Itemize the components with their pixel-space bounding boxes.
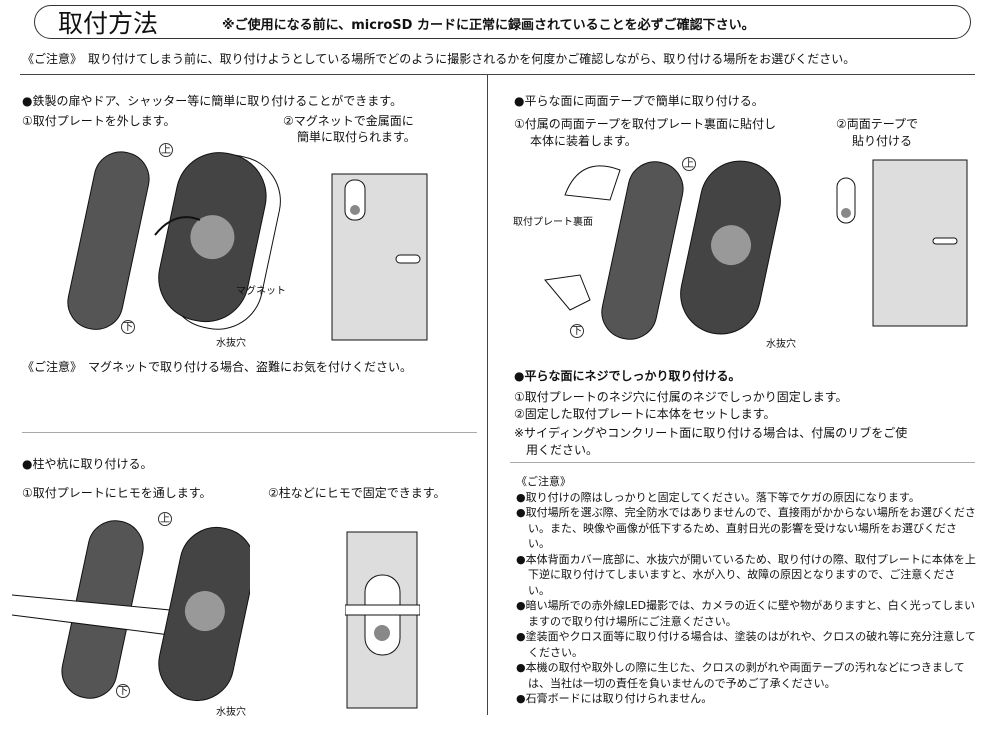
screw-heading: ●平らな面にネジでしっかり取り付ける。 — [514, 369, 741, 383]
wall-illustration — [836, 159, 968, 327]
divider — [510, 462, 975, 463]
page-title: 取付方法 — [58, 9, 159, 38]
screw-line: ②固定した取付プレートに本体をセットします。 — [514, 407, 776, 421]
tape-illustration — [544, 160, 781, 340]
screw-line: 用ください。 — [514, 443, 599, 457]
steel-illustration — [67, 151, 281, 330]
bottom-label: 下 — [570, 324, 584, 338]
tape-step1a: ①付属の両面テープを取付プレート裏面に貼付し — [514, 117, 777, 131]
note-item: ●本機の取付や取外しの際に生じた、クロスの剥がれや両面テープの汚れなどにつきまし… — [516, 661, 965, 690]
door-illustration — [331, 173, 428, 341]
divider — [20, 74, 975, 75]
tape-step2a: ②両面テープで — [836, 117, 919, 131]
screw-line: ①取付プレートのネジ穴に付属のネジでしっかり固定します。 — [514, 390, 848, 404]
steel-heading: ●鉄製の扉やドア、シャッター等に簡単に取り付けることができます。 — [22, 94, 403, 108]
title-frame — [34, 5, 971, 39]
steel-step2b: 簡単に取付られます。 — [297, 130, 416, 144]
note-item: ●取付場所を選ぶ際、完全防水ではありませんので、直接雨がかからない場所をお選びく… — [516, 506, 976, 550]
caution-notes: 《ご注意》 ●取り付けの際はしっかりと固定してください。落下等でケガの原因になり… — [516, 474, 976, 707]
drain-label: 水抜穴 — [766, 339, 796, 350]
top-label: 上 — [158, 512, 172, 526]
note-item: ●本体背面カバー底部に、水抜穴が開いているため、取り付けの際、取付プレートに本体… — [516, 552, 976, 597]
top-label: 上 — [682, 157, 696, 171]
tape-heading: ●平らな面に両面テープで簡単に取り付ける。 — [514, 94, 764, 108]
drain-label: 水抜穴 — [216, 338, 246, 349]
screw-line: ※サイディングやコンクリート面に取り付ける場合は、付属のリブをご使 — [514, 426, 908, 440]
bottom-label: 下 — [116, 684, 130, 698]
plate-back-label: 取付プレート裏面 — [513, 217, 593, 228]
magnet-label: マグネット — [236, 286, 286, 297]
note-item: ●石膏ボードには取り付けられません。 — [516, 692, 713, 705]
tape-step2b: 貼り付ける — [852, 134, 913, 148]
divider — [487, 75, 488, 715]
drain-label: 水抜穴 — [216, 707, 246, 718]
pole-mount-illustration — [345, 531, 420, 709]
steel-step1: ①取付プレートを外します。 — [22, 114, 176, 128]
top-caution: 《ご注意》 取り付けてしまう前に、取り付けようとしている場所でどのように撮影され… — [22, 52, 856, 66]
steel-step2a: ②マグネットで金属面に — [283, 114, 414, 128]
note-item: ●暗い場所での赤外線LED撮影では、カメラの近くに壁や物がありますと、白く光って… — [516, 599, 976, 628]
note-item: ●塗装面やクロス面等に取り付ける場合は、塗装のはがれや、クロスの破れ等に充分注意… — [516, 630, 976, 659]
top-label: 上 — [159, 143, 173, 157]
bottom-label: 下 — [121, 320, 135, 334]
steel-caution: 《ご注意》 マグネットで取り付ける場合、盗難にお気を付けください。 — [22, 360, 413, 374]
page-subtitle: ※ご使用になる前に、microSD カードに正常に録画されていることを必ずご確認… — [222, 18, 755, 33]
pole-step2: ②柱などにヒモで固定できます。 — [268, 486, 446, 500]
pole-step1: ①取付プレートにヒモを通します。 — [22, 486, 212, 500]
pole-heading: ●柱や杭に取り付ける。 — [22, 457, 153, 471]
tape-step1b: 本体に装着します。 — [530, 134, 637, 148]
notes-title: 《ご注意》 — [516, 475, 571, 488]
note-item: ●取り付けの際はしっかりと固定してください。落下等でケガの原因になります。 — [516, 490, 920, 504]
pole-illustration — [11, 520, 250, 702]
divider — [22, 432, 477, 433]
